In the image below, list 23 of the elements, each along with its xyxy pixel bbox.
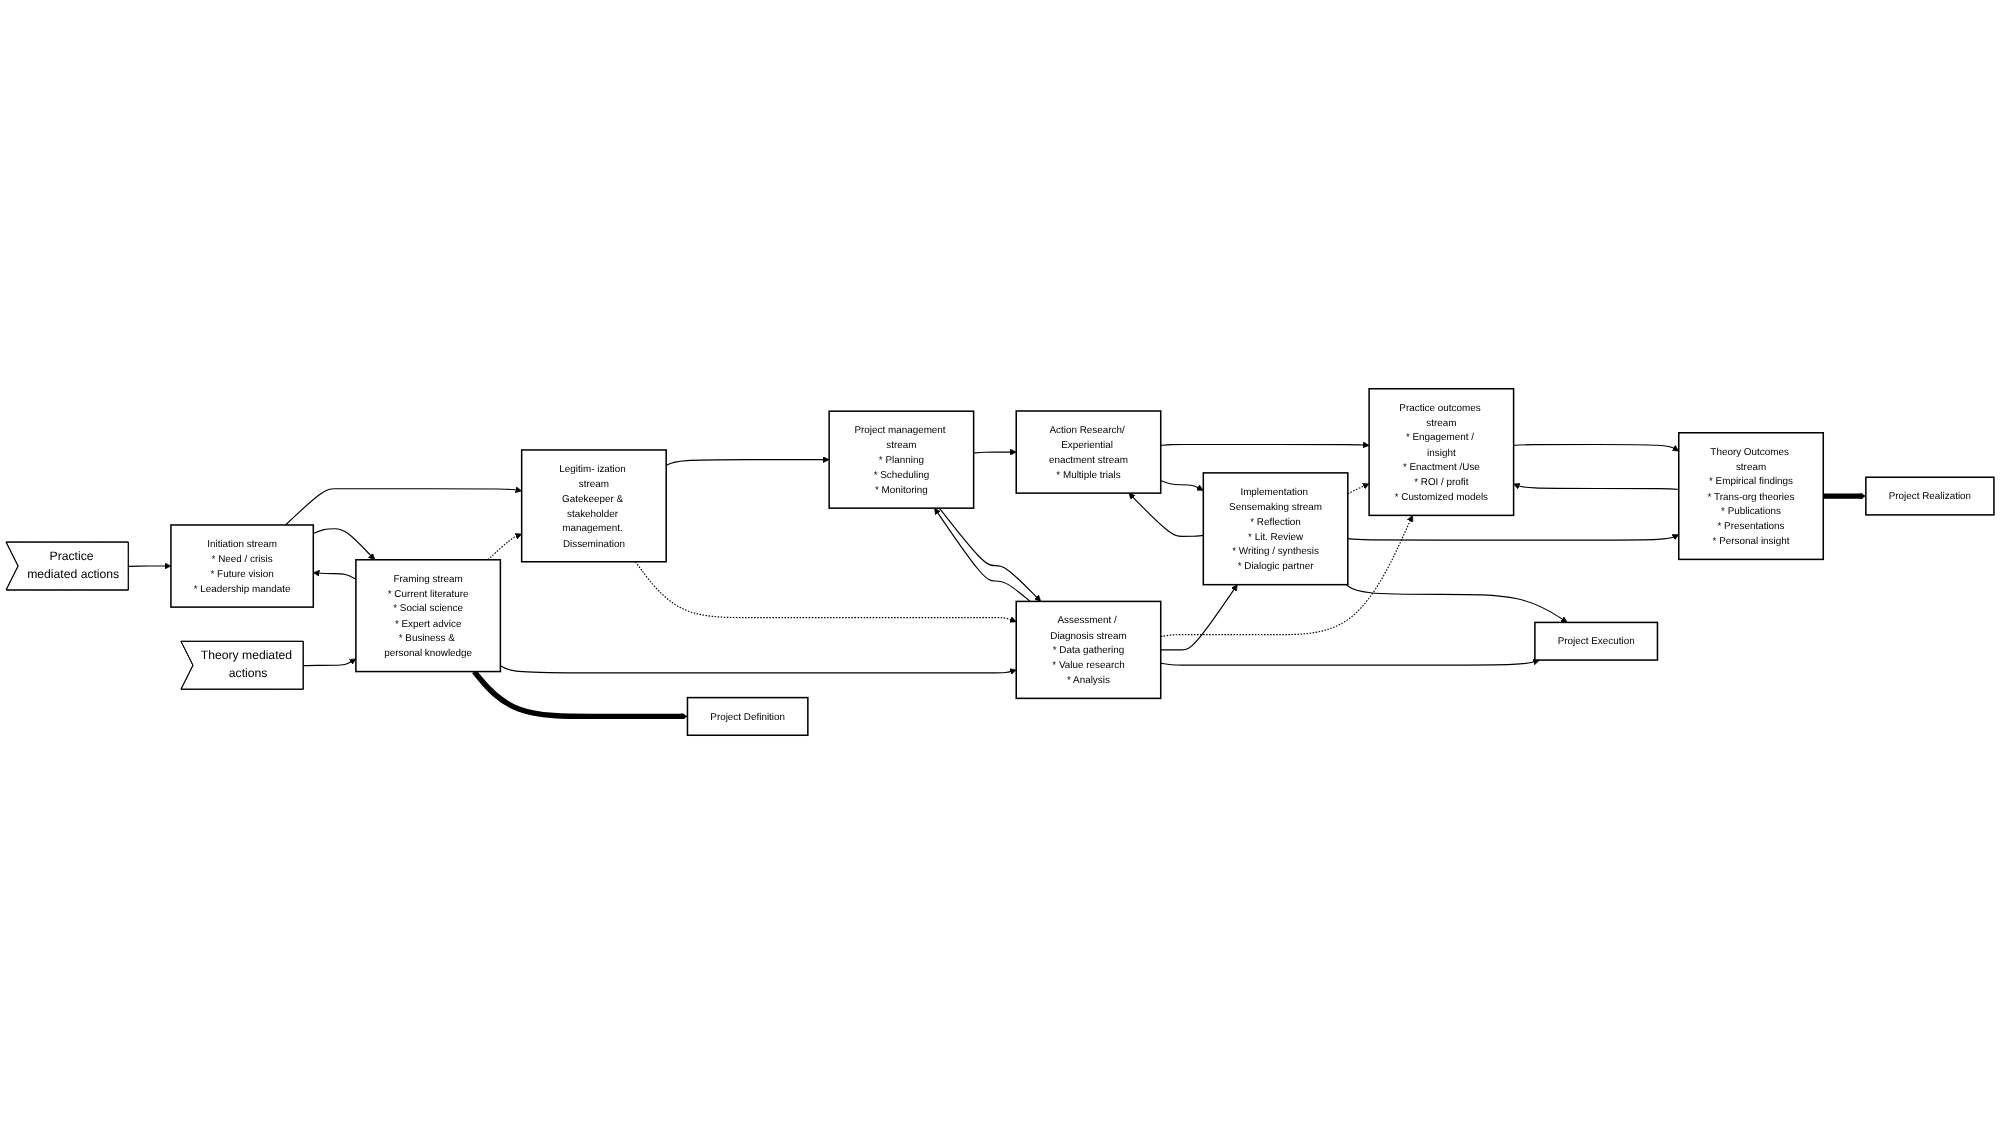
arrow bbox=[1513, 483, 1680, 490]
arrow bbox=[1347, 534, 1680, 541]
arrow bbox=[285, 486, 522, 526]
arrow bbox=[128, 562, 172, 570]
arrow bbox=[472, 669, 688, 720]
arrow bbox=[1345, 584, 1568, 623]
arrow bbox=[1160, 480, 1204, 491]
arrow bbox=[1160, 658, 1540, 666]
arrow bbox=[303, 658, 357, 667]
arrow bbox=[487, 533, 522, 561]
arrow bbox=[313, 569, 357, 580]
arrow bbox=[634, 561, 1017, 623]
arrow bbox=[1160, 584, 1238, 651]
arrow bbox=[499, 664, 1017, 675]
arrow bbox=[1160, 441, 1370, 449]
arrow bbox=[1347, 483, 1370, 495]
arrow bbox=[312, 528, 376, 561]
arrow bbox=[1513, 443, 1680, 452]
arrow bbox=[1160, 515, 1414, 638]
arrow bbox=[665, 456, 830, 467]
arrow bbox=[973, 448, 1017, 456]
arrow bbox=[1822, 492, 1867, 500]
arrow bbox=[1128, 492, 1204, 537]
